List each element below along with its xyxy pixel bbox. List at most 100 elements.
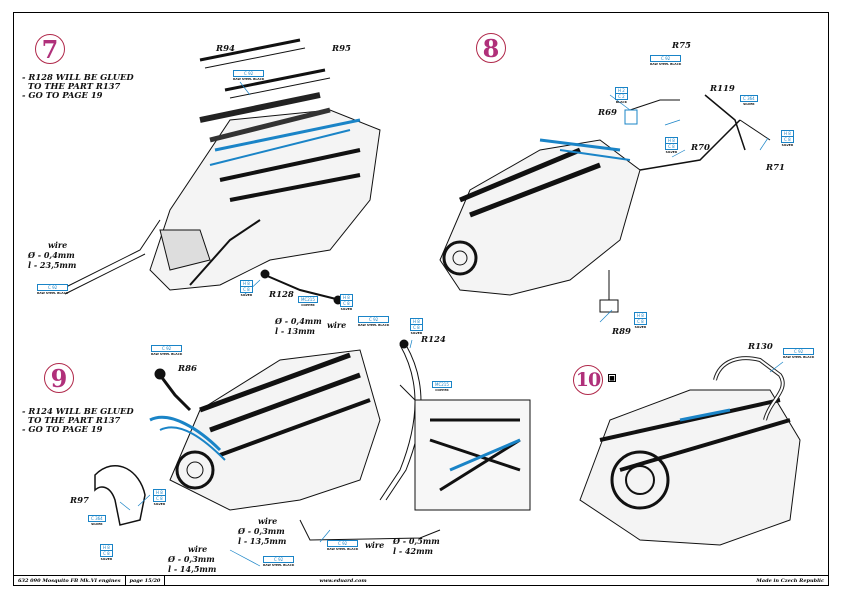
step-9-engine-drawing xyxy=(94,339,441,541)
step-9-notes: - R124 WILL BE GLUED TO THE PART R137 - … xyxy=(22,406,134,434)
paint-code-value: C 8 xyxy=(153,496,166,502)
step-9-wire-spec-2: wire Ø - 0,3mm l - 13,5mm xyxy=(238,516,286,546)
step-9-badge: 9 xyxy=(44,363,74,393)
paint-code-value: C 8 xyxy=(634,319,647,325)
paint-code-name: RAW STEEL BLACK xyxy=(233,77,265,81)
wire-length: l - 13,5mm xyxy=(238,536,287,546)
step-9-inset-drawing xyxy=(399,384,531,511)
paint-code-name: SILVER xyxy=(340,307,353,311)
paint-code-value: H 8 xyxy=(100,544,113,551)
paint-code-name: SILVER xyxy=(153,502,166,506)
step-number: 8 xyxy=(482,33,500,63)
part-label-r94: R94 xyxy=(216,44,235,54)
wire-diameter: Ø - 0,3mm xyxy=(238,526,285,536)
part-label-r119: R119 xyxy=(710,84,735,94)
paint-code-value: H 2 xyxy=(615,87,628,94)
paint-code-value: C 8 xyxy=(781,137,794,143)
step-7-wire-spec: wire Ø - 0,4mm l - 23,5mm xyxy=(28,240,76,270)
paint-code-value: C 92 xyxy=(151,345,183,352)
paint-code-value: C 92 xyxy=(650,55,682,62)
wire-length: l - 13mm xyxy=(275,326,315,336)
paint-code-value: C 92 xyxy=(783,348,815,355)
paint-code-value: C 8 xyxy=(410,325,423,331)
origin-text: Made in Czech Republic xyxy=(756,577,824,584)
step-number: 7 xyxy=(41,34,59,64)
detail-icon: ■ xyxy=(608,374,616,382)
website-link[interactable]: www.eduard.com xyxy=(319,577,367,584)
paint-code-name: SILVER xyxy=(240,293,253,297)
part-label-r128: R128 xyxy=(269,290,294,300)
paint-code-value: MC215 xyxy=(432,381,452,388)
paint-code-value: C 8 xyxy=(665,144,678,150)
paint-code-value: H 8 xyxy=(153,489,166,496)
part-label-r69: R69 xyxy=(598,108,617,118)
part-label-r86: R86 xyxy=(178,364,197,374)
part-label-r130: R130 xyxy=(748,342,773,352)
paint-code-value: H 8 xyxy=(665,137,678,144)
paint-code-value: C 364 xyxy=(740,95,758,102)
paint-code-name: RAW STEEL BLACK xyxy=(263,563,295,567)
paint-code-name: SILVER xyxy=(781,143,794,147)
wire-diameter: Ø - 0,5mm xyxy=(393,536,440,546)
wire-length: l - 23,5mm xyxy=(28,260,77,270)
wire-length: l - 14,5mm xyxy=(168,564,217,574)
paint-code-name: SILVER xyxy=(100,557,113,561)
paint-code-name: RAW STEEL BLACK xyxy=(151,352,183,356)
wire-title: wire xyxy=(48,240,68,250)
paint-code-name: BLACK xyxy=(615,100,627,104)
paint-code-value: H 8 xyxy=(340,294,353,301)
wire-title: wire xyxy=(327,320,347,330)
step-8-badge: 8 xyxy=(476,33,506,63)
paint-code-value: C 92 xyxy=(233,70,265,77)
paint-code-name: SILVER xyxy=(665,150,678,154)
paint-code-value: C 2 xyxy=(615,94,628,100)
paint-code-value: C 8 xyxy=(340,301,353,307)
paint-code-value: C 8 xyxy=(240,287,253,293)
paint-code-name: SILVER xyxy=(743,102,755,106)
paint-code-value: H 8 xyxy=(781,130,794,137)
part-label-r75: R75 xyxy=(672,41,691,51)
paint-code-name: COPPER xyxy=(435,388,449,392)
step-7-engine-drawing xyxy=(59,38,381,305)
step-8-engine-drawing xyxy=(439,94,771,313)
part-label-r124: R124 xyxy=(421,335,446,345)
paint-code-name: RAW STEEL BLACK xyxy=(37,291,69,295)
part-label-r89: R89 xyxy=(612,327,631,337)
paint-code-value: C 92 xyxy=(327,540,359,547)
step-number: 9 xyxy=(50,363,68,393)
wire-diameter: Ø - 0,3mm xyxy=(168,554,215,564)
wire-title: wire xyxy=(188,544,208,554)
paint-code-name: RAW STEEL BLACK xyxy=(650,62,682,66)
paint-code-value: C 92 xyxy=(263,556,295,563)
paint-code-value: H 8 xyxy=(410,318,423,325)
page-footer: 632 090 Mosquito FB Mk.VI engines page 1… xyxy=(13,576,829,586)
wire-diameter: Ø - 0,4mm xyxy=(275,316,322,326)
footer-right: www.eduard.com Made in Czech Republic xyxy=(165,576,828,585)
paint-code-name: SILVER xyxy=(410,331,423,335)
step-number: 10 xyxy=(575,369,601,391)
paint-code-value: H 8 xyxy=(634,312,647,319)
step-9-wire-spec-1: Ø - 0,4mm l - 13mm xyxy=(275,316,322,336)
wire-diameter: Ø - 0,4mm xyxy=(28,250,75,260)
step-7-notes: - R128 WILL BE GLUED TO THE PART R137 - … xyxy=(22,72,134,100)
step-9-wire-spec-4: wire Ø - 0,3mm l - 14,5mm xyxy=(168,544,216,574)
paint-code-name: SILVER xyxy=(91,522,103,526)
